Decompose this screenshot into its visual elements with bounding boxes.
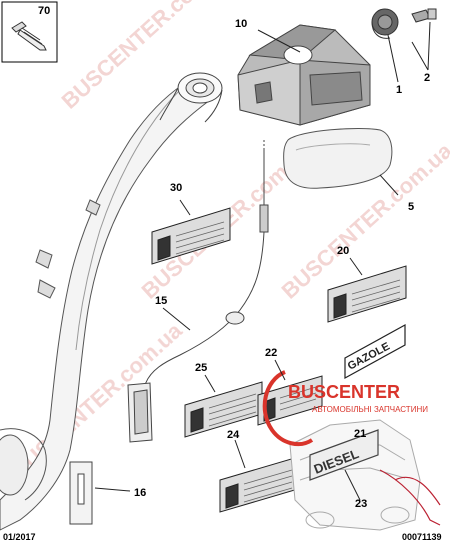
release-handle — [69, 382, 153, 525]
callout-2: 2 — [424, 72, 430, 84]
logo-tagline: АВТОМОБІЛЬНІ ЗАПЧАСТИНИ — [312, 405, 428, 414]
callout-21: 21 — [354, 428, 366, 440]
leader-lines — [94, 21, 431, 501]
sticker-25 — [184, 381, 263, 438]
callout-16: 16 — [134, 487, 146, 499]
callout-20: 20 — [337, 245, 349, 257]
sticker-20 — [327, 265, 407, 323]
inset-part-70: 70 — [1, 1, 58, 63]
cap-seal — [411, 8, 437, 23]
fuel-flap-cover — [283, 128, 393, 189]
gazole-label: GAZOLE — [344, 323, 406, 380]
callout-1: 1 — [396, 84, 402, 96]
logo-brand: BUSCENTER — [288, 382, 400, 402]
callout-25: 25 — [195, 362, 207, 374]
filler-pipe — [0, 79, 211, 531]
filler-neck — [159, 72, 223, 123]
footer-ref: 00071139 — [402, 532, 442, 542]
callout-22: 22 — [265, 347, 277, 359]
fuel-flap-housing — [237, 24, 371, 126]
buscenter-logo: BUSCENTER АВТОМОБІЛЬНІ ЗАПЧАСТИНИ — [262, 370, 428, 447]
release-cable — [144, 140, 269, 386]
fuel-cap — [371, 8, 399, 39]
callout-30: 30 — [170, 182, 182, 194]
sticker-30 — [151, 207, 231, 265]
watermark-text: BUSCENTER.com.ua — [7, 317, 188, 483]
sticker-24 — [219, 456, 299, 513]
push-rivet-icon — [11, 21, 47, 51]
callout-24: 24 — [227, 429, 240, 441]
callout-70: 70 — [38, 5, 50, 17]
callout-5: 5 — [408, 201, 414, 213]
inset-frame — [1, 1, 58, 63]
callout-23: 23 — [355, 498, 367, 510]
callout-10: 10 — [235, 18, 247, 30]
callout-15: 15 — [155, 295, 167, 307]
logo-swoosh-icon — [262, 370, 314, 447]
footer-date: 01/2017 — [3, 532, 36, 542]
